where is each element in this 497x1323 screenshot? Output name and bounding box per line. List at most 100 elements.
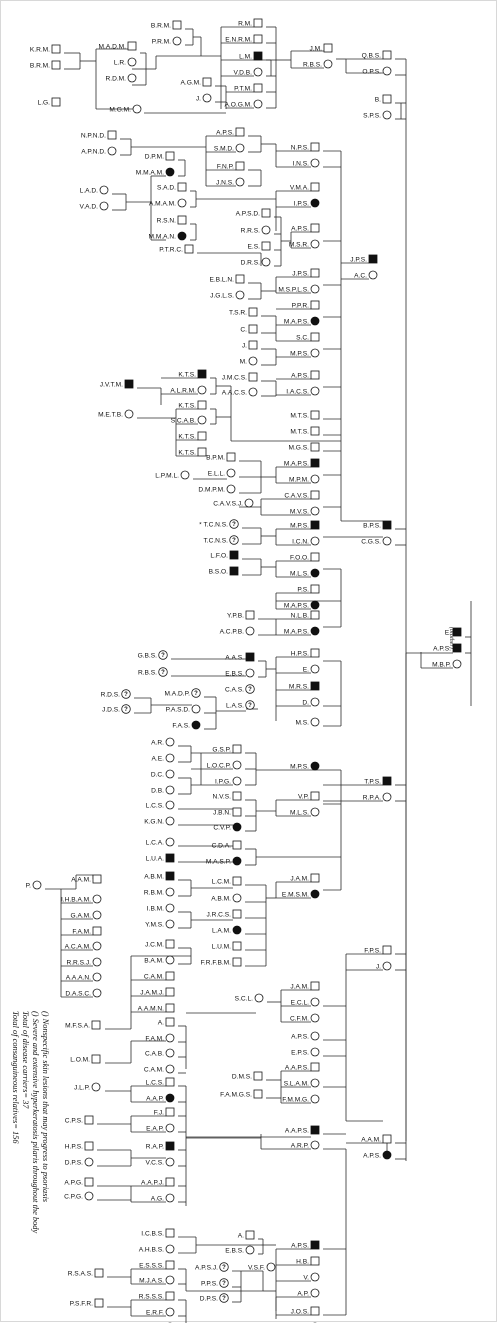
individual-label: S.A.D. bbox=[157, 184, 176, 191]
pedigree-individual: A.P. bbox=[297, 1288, 320, 1298]
individual-label: D.R.S. bbox=[241, 259, 261, 266]
individual-label: L.A.M. bbox=[212, 927, 231, 934]
pedigree-individual: H.P.S. bbox=[65, 1141, 94, 1151]
individual-label: A.P.S. bbox=[291, 372, 309, 379]
pedigree-individual: A.P.S. bbox=[291, 370, 320, 380]
pedigree-individual: A.A.S. bbox=[225, 652, 255, 662]
individual-label: D. bbox=[302, 699, 309, 706]
individual-label: D.P.M. bbox=[145, 153, 164, 160]
individual-label: C.P.G. bbox=[64, 1193, 83, 1200]
pedigree-individual: ?C.A.S. bbox=[225, 684, 255, 694]
pedigree-individual: A. bbox=[158, 1017, 175, 1027]
individual-label: B.P.M. bbox=[206, 454, 225, 461]
male-symbol bbox=[310, 182, 320, 192]
pedigree-individual: L.C.S. bbox=[146, 1077, 175, 1087]
male-symbol bbox=[232, 840, 242, 850]
male-symbol bbox=[253, 34, 263, 44]
individual-label: F.R.F.B.M. bbox=[201, 959, 232, 966]
pedigree-individual: A.A.M.N. bbox=[138, 1003, 175, 1013]
male-symbol bbox=[310, 268, 320, 278]
male-symbol bbox=[245, 1230, 255, 1240]
individual-label: P.T.R.C. bbox=[159, 246, 183, 253]
individual-label: F.A.M.G.S. bbox=[220, 1091, 252, 1098]
individual-label: J.D.S. bbox=[102, 706, 120, 713]
question-mark-icon: ? bbox=[161, 653, 165, 659]
suspected-carrier-symbol bbox=[219, 1278, 229, 1288]
pedigree-individual: Q.B.S. bbox=[362, 50, 392, 60]
affected-female-symbol bbox=[165, 167, 175, 177]
female-symbol bbox=[177, 198, 187, 208]
individual-label: L.U.M. bbox=[212, 943, 232, 950]
affected-female-symbol bbox=[310, 889, 320, 899]
pedigree-individual: K.T.S. bbox=[178, 447, 207, 457]
pedigree-individual: V.S.F. bbox=[248, 1262, 276, 1272]
individual-label: L.C.A. bbox=[146, 839, 164, 846]
male-symbol bbox=[310, 300, 320, 310]
individual-label: L.G. bbox=[38, 99, 51, 106]
male-symbol bbox=[232, 957, 242, 967]
pedigree-individual: R.B.S. bbox=[303, 59, 333, 69]
pedigree-individual: J.A.M.J. bbox=[140, 987, 175, 997]
individual-label: M.A.P.S. bbox=[284, 318, 309, 325]
pedigree-individual: F.N.P. bbox=[217, 161, 245, 171]
male-symbol bbox=[253, 18, 263, 28]
pedigree-individual: ? J.D.S. bbox=[102, 704, 131, 714]
pedigree-individual: A.B.M. bbox=[211, 893, 242, 903]
male-symbol bbox=[310, 370, 320, 380]
female-symbol bbox=[261, 257, 271, 267]
individual-label: C.A.M. bbox=[144, 973, 164, 980]
male-symbol bbox=[235, 161, 245, 171]
individual-label: V. bbox=[303, 1274, 309, 1281]
male-symbol bbox=[310, 648, 320, 658]
question-mark-icon: ? bbox=[124, 707, 128, 713]
individual-label: A.C.P.B. bbox=[220, 628, 245, 635]
female-symbol bbox=[310, 1047, 320, 1057]
pedigree-individual: S.C. bbox=[296, 332, 320, 342]
pedigree-individual: D.M.P.M. bbox=[198, 484, 236, 494]
individual-label: M.L.S. bbox=[290, 809, 309, 816]
individual-label: S.C. bbox=[296, 334, 309, 341]
male-symbol bbox=[310, 142, 320, 152]
pedigree-individual: L.R. bbox=[114, 57, 137, 67]
pedigree-individual: E.P.S. bbox=[291, 1047, 320, 1057]
pedigree-individual: A.E. bbox=[152, 753, 175, 763]
pedigree-individual: ?D.P.S. bbox=[200, 1293, 229, 1303]
individual-label: J.C.M. bbox=[145, 941, 164, 948]
pedigree-individual: V.C.S. bbox=[146, 1157, 175, 1167]
individual-label: Y.M.S. bbox=[145, 921, 164, 928]
individual-label: S.M.D. bbox=[214, 145, 234, 152]
individual-label: A.P.S. bbox=[216, 129, 234, 136]
male-symbol bbox=[177, 215, 187, 225]
individual-label: R.P.A. bbox=[363, 794, 381, 801]
pedigree-individual: L.C.S. bbox=[146, 800, 175, 810]
individual-label: A.A.M.N. bbox=[138, 1005, 165, 1012]
pedigree-individual: F.R.F.B.M. bbox=[201, 957, 242, 967]
individual-label: A.A.P. bbox=[146, 1095, 164, 1102]
pedigree-individual: N.L.B. bbox=[291, 610, 320, 620]
individual-label: J.A.M. bbox=[290, 983, 309, 990]
male-symbol bbox=[310, 1256, 320, 1266]
individual-label: D.P.S. bbox=[200, 1295, 218, 1302]
female-symbol bbox=[92, 941, 102, 951]
individual-label: D.P.S. bbox=[65, 1159, 83, 1166]
individual-label: E. bbox=[445, 629, 451, 636]
pedigree-individual: R.B.M. bbox=[144, 887, 175, 897]
pedigree-individual: ?M.A.D.P. bbox=[164, 688, 201, 698]
individual-label: M.P.S. bbox=[290, 522, 309, 529]
pedigree-individual: R.S.A.S. bbox=[68, 1268, 104, 1278]
male-symbol bbox=[310, 610, 320, 620]
individual-label: I.N.S. bbox=[293, 160, 310, 167]
individual-label: E.B.L.N. bbox=[209, 276, 234, 283]
pedigree-individual: J. bbox=[376, 961, 392, 971]
individual-label: M.G.S. bbox=[288, 444, 309, 451]
individual-label: R.R.S.J. bbox=[66, 959, 91, 966]
individual-label: M.M.A.N. bbox=[149, 233, 177, 240]
individual-label: J.O.S. bbox=[291, 1308, 309, 1315]
female-symbol bbox=[165, 887, 175, 897]
pedigree-individual: A.A.C.S. bbox=[222, 387, 258, 397]
pedigree-individual: L.G. bbox=[38, 97, 61, 107]
individual-label: S.L.A.M. bbox=[284, 1080, 309, 1087]
affected-female-symbol bbox=[310, 198, 320, 208]
